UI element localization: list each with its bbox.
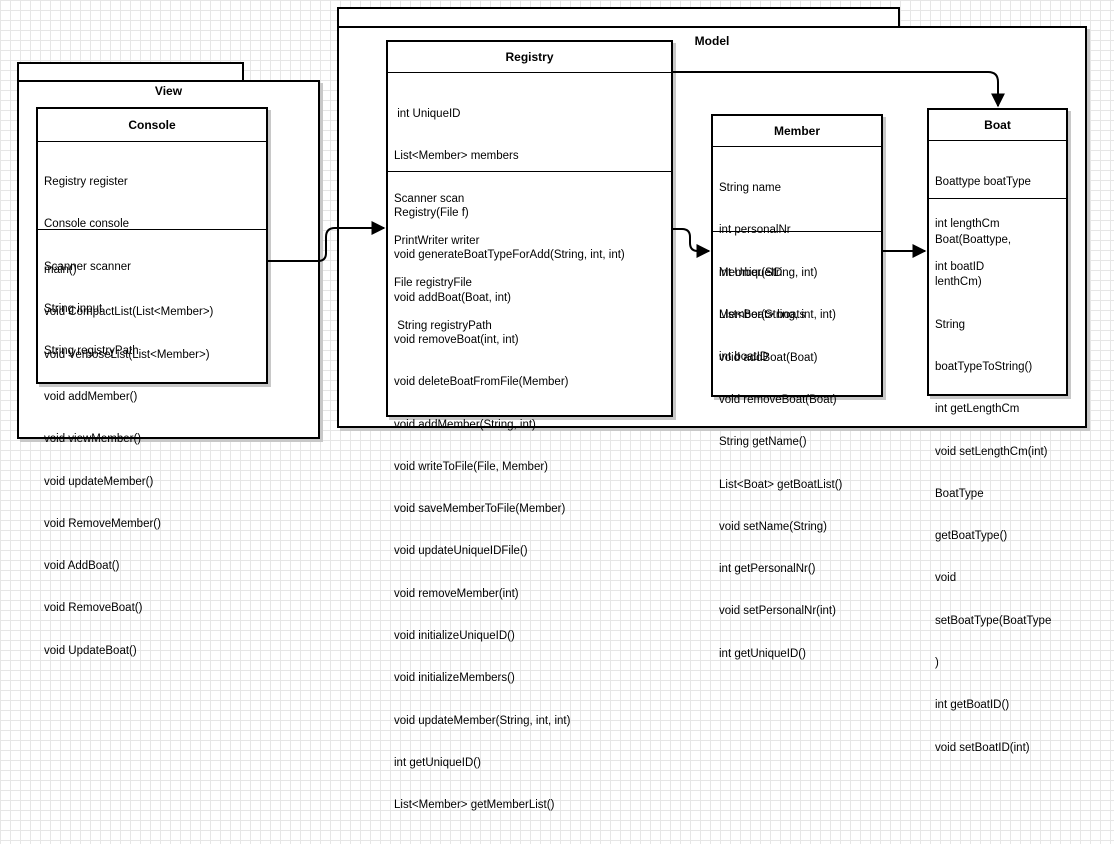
console-attributes: Registry register Console console Scanne… [38, 142, 266, 357]
attribute: Scanner scanner [44, 260, 131, 273]
method: int getUniqueID() [719, 647, 806, 660]
boat-class: Boat Boattype boatType int lengthCm int … [927, 108, 1068, 754]
method: setBoatType(BoatType [935, 614, 1052, 627]
boat-class-name: Boat [929, 110, 1066, 141]
method: BoatType [935, 487, 984, 500]
model-package-title: Model [694, 34, 730, 48]
attribute: String input [44, 303, 103, 316]
method: lenthCm) [935, 276, 982, 289]
method: void deleteBoatFromFile(Member) [394, 376, 569, 389]
method: void removeBoat(Boat) [719, 394, 837, 407]
method: void addMember(String, int) [394, 418, 536, 431]
view-package-title: View [154, 84, 183, 98]
method: void RemoveMember() [44, 517, 161, 530]
method: void addBoat(Boat, int) [394, 291, 511, 304]
registry-methods: Registry(File f) void generateBoatTypeFo… [388, 172, 671, 844]
view-package-tab [17, 62, 244, 82]
member-class-name: Member [713, 116, 881, 147]
attribute: int personalNr [719, 224, 791, 237]
method: void updateUniqueIDFile() [394, 545, 528, 558]
method: int getUniqueID() [394, 756, 481, 769]
method: void UpdateBoat() [44, 644, 137, 657]
method: int getPersonalNr() [719, 563, 816, 576]
attribute: Console console [44, 218, 130, 231]
attribute: String name [719, 182, 782, 195]
method: void setLengthCm(int) [935, 445, 1048, 458]
attribute: File registryFile [394, 277, 472, 290]
attribute: Scanner scan [394, 192, 465, 205]
method: Boat(Boattype, [935, 234, 1012, 247]
boat-methods: Boat(Boattype, lenthCm) String boatTypeT… [929, 199, 1066, 787]
member-methods: Member(String, int) Member(String, int, … [713, 232, 881, 693]
member-class: Member String name int personalNr int Un… [711, 114, 883, 660]
method: void initializeUniqueID() [394, 630, 515, 642]
method: void RemoveBoat() [44, 602, 143, 615]
method: Registry(File f) [394, 207, 469, 220]
model-package-tab [337, 7, 900, 28]
method: int getBoatID() [935, 699, 1010, 712]
method: List<Boat> getBoatList() [719, 478, 843, 491]
method: boatTypeToString() [935, 361, 1033, 374]
method: void setPersonalNr(int) [719, 605, 836, 618]
method: void initializeMembers() [394, 672, 515, 685]
attribute: Registry register [44, 176, 128, 189]
registry-class: Registry int UniqueID List<Member> membe… [386, 40, 673, 811]
method: List<Member> getMemberList() [394, 799, 555, 812]
method: void updateMember() [44, 475, 154, 488]
method: void CompactList(List<Member>) [44, 306, 214, 319]
attribute: int boatID [719, 351, 769, 364]
method: void removeMember(int) [394, 587, 519, 600]
method: void saveMemberToFile(Member) [394, 503, 566, 516]
console-class: Console Registry register Console consol… [36, 107, 268, 657]
attribute: int boatID [935, 260, 985, 273]
method: main() [44, 264, 77, 277]
method: void removeBoat(int, int) [394, 334, 519, 347]
method: void writeToFile(File, Member) [394, 460, 549, 473]
method: getBoatType() [935, 530, 1008, 543]
attribute: int lengthCm [935, 218, 1000, 231]
registry-class-name: Registry [388, 42, 671, 73]
boat-attributes: Boattype boatType int lengthCm int boatI… [929, 141, 1066, 273]
attribute: List<Boat> boats [719, 309, 806, 322]
method: void generateBoatTypeForAdd(String, int,… [394, 249, 625, 262]
console-class-name: Console [38, 109, 266, 142]
attribute: Boattype boatType [935, 176, 1031, 189]
method: void setBoatID(int) [935, 741, 1030, 754]
method: ) [935, 657, 939, 669]
method: int getLengthCm [935, 403, 1020, 416]
method: String getName() [719, 436, 807, 449]
attribute: String registryPath [44, 345, 139, 358]
method: void updateMember(String, int, int) [394, 714, 571, 727]
attribute: PrintWriter writer [394, 235, 480, 248]
method: void VerboseList(List<Member>) [44, 348, 210, 361]
registry-attributes: int UniqueID List<Member> members Scanne… [388, 73, 671, 332]
method: String [935, 318, 966, 331]
attribute: int UniqueID [719, 266, 783, 279]
attribute: int UniqueID [394, 108, 461, 121]
method: void setName(String) [719, 520, 828, 533]
attribute: String registryPath [394, 319, 492, 332]
method: void addMember() [44, 391, 138, 404]
console-methods: main() void CompactList(List<Member>) vo… [38, 230, 266, 690]
method: void AddBoat() [44, 560, 120, 573]
member-attributes: String name int personalNr int UniqueID … [713, 147, 881, 363]
method: Member(String, int, int) [719, 309, 836, 322]
method: void [935, 572, 957, 585]
method: Member(String, int) [719, 267, 818, 280]
method: void viewMember() [44, 433, 142, 446]
method: void addBoat(Boat) [719, 351, 818, 364]
attribute: List<Member> members [394, 150, 519, 163]
